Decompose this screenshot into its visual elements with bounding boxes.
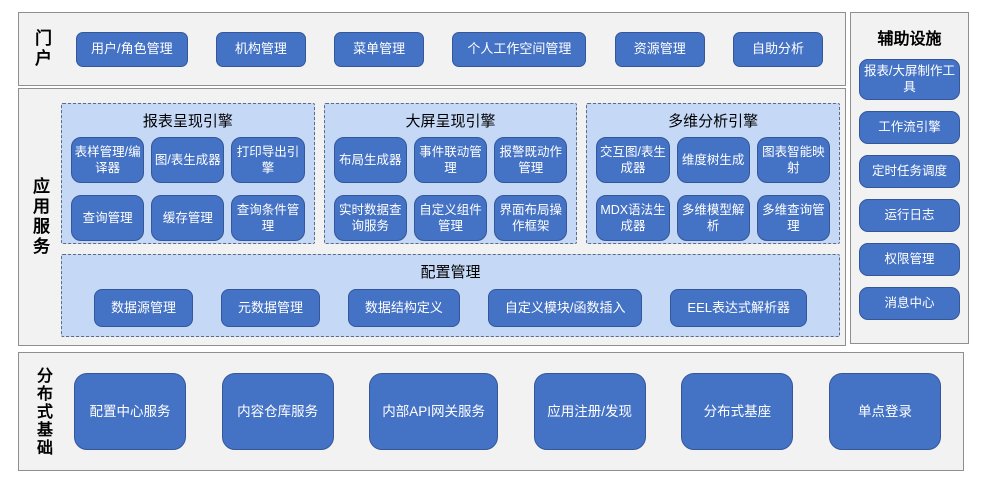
app-services-section: 应用服务 报表呈现引擎 表样管理/编译器 图/表生成器 打印导出引擎 查询管理 … [18,88,846,346]
node-content-repository-service: 内容仓库服务 [221,373,334,450]
portal-section: 门户 用户/角色管理 机构管理 菜单管理 个人工作空间管理 资源管理 自助分析 [18,12,846,86]
node-mdx-syntax-generator: MDX语法生成器 [596,195,670,241]
node-report-style-manager-compiler: 表样管理/编译器 [71,137,145,183]
distributed-foundation-section: 分布式基础 配置中心服务 内容仓库服务 内部API网关服务 应用注册/发现 分布… [18,352,964,471]
node-multidim-query-management: 多维查询管理 [756,195,831,241]
node-user-role-management: 用户/角色管理 [76,31,188,67]
node-dimension-tree-generation: 维度树生成 [676,137,750,183]
portal-node-row: 用户/角色管理 机构管理 菜单管理 个人工作空间管理 资源管理 自助分析 [76,31,823,67]
auxiliary-facilities-title: 辅助设施 [877,31,942,48]
app-services-section-label: 应用服务 [30,177,49,257]
node-ui-layout-operation-framework: 界面布局操作框架 [494,195,568,241]
node-single-sign-on: 单点登录 [828,373,941,450]
node-config-center-service: 配置中心服务 [74,373,186,450]
node-chart-table-generator: 图/表生成器 [151,137,225,183]
node-personal-workspace-management: 个人工作空间管理 [452,31,587,67]
node-datasource-management: 数据源管理 [94,289,194,327]
node-resource-management: 资源管理 [614,31,705,67]
node-custom-module-function-insert: 自定义模块/函数插入 [487,289,643,327]
distributed-node-row: 配置中心服务 内容仓库服务 内部API网关服务 应用注册/发现 分布式基座 单点… [50,373,963,450]
app-services-content: 报表呈现引擎 表样管理/编译器 图/表生成器 打印导出引擎 查询管理 缓存管理 … [48,89,845,345]
node-multidim-model-parsing: 多维模型解析 [676,195,750,241]
config-management-panel: 配置管理 数据源管理 元数据管理 数据结构定义 自定义模块/函数插入 EEL表达… [61,254,840,337]
node-chart-smart-mapping: 图表智能映射 [756,137,831,183]
node-alarm-action-management: 报警既动作管理 [494,137,568,183]
portal-section-label: 门户 [32,29,51,69]
node-event-linkage-management: 事件联动管理 [413,137,488,183]
node-internal-api-gateway-service: 内部API网关服务 [369,373,499,450]
distributed-foundation-label: 分布式基础 [34,366,51,457]
bigscreen-render-engine-grid: 布局生成器 事件联动管理 报警既动作管理 实时数据查询服务 自定义组件管理 界面… [325,135,577,241]
node-report-bigscreen-authoring-tool: 报表/大屏制作工具 [859,59,960,100]
node-print-export-engine: 打印导出引擎 [231,137,305,183]
node-app-register-discovery: 应用注册/发现 [533,373,646,450]
config-management-title: 配置管理 [420,264,481,281]
node-permission-management: 权限管理 [859,242,960,276]
node-layout-generator: 布局生成器 [333,137,407,183]
bigscreen-render-engine-panel: 大屏呈现引擎 布局生成器 事件联动管理 报警既动作管理 实时数据查询服务 自定义… [323,103,578,244]
node-message-center: 消息中心 [859,286,960,320]
node-metadata-management: 元数据管理 [220,289,320,327]
auxiliary-node-column: 报表/大屏制作工具 工作流引擎 定时任务调度 运行日志 权限管理 消息中心 [851,56,968,323]
node-workflow-engine: 工作流引擎 [859,110,960,144]
node-menu-management: 菜单管理 [334,31,425,67]
config-management-row: 数据源管理 元数据管理 数据结构定义 自定义模块/函数插入 EEL表达式解析器 [62,287,839,327]
node-custom-component-management: 自定义组件管理 [413,195,488,241]
node-distributed-base: 分布式基座 [681,373,794,450]
olap-analysis-engine-grid: 交互图/表生成器 维度树生成 图表智能映射 MDX语法生成器 多维模型解析 多维… [587,135,839,241]
node-org-management: 机构管理 [215,31,306,67]
node-scheduled-task-scheduler: 定时任务调度 [859,154,960,188]
node-eel-expression-parser: EEL表达式解析器 [670,289,807,327]
report-render-engine-panel: 报表呈现引擎 表样管理/编译器 图/表生成器 打印导出引擎 查询管理 缓存管理 … [61,103,315,244]
olap-analysis-engine-title: 多维分析引擎 [668,113,759,130]
node-run-log: 运行日志 [859,198,960,232]
report-render-engine-grid: 表样管理/编译器 图/表生成器 打印导出引擎 查询管理 缓存管理 查询条件管理 [62,135,314,241]
node-data-structure-definition: 数据结构定义 [347,289,460,327]
bigscreen-render-engine-title: 大屏呈现引擎 [405,113,496,130]
node-self-service-analysis: 自助分析 [732,31,823,67]
node-interactive-chart-table-generator: 交互图/表生成器 [596,137,670,183]
report-render-engine-title: 报表呈现引擎 [142,113,233,130]
node-realtime-data-query-service: 实时数据查询服务 [333,195,407,241]
node-cache-management: 缓存管理 [151,195,225,241]
olap-analysis-engine-panel: 多维分析引擎 交互图/表生成器 维度树生成 图表智能映射 MDX语法生成器 多维… [586,103,841,244]
node-query-condition-management: 查询条件管理 [231,195,305,241]
engines-row: 报表呈现引擎 表样管理/编译器 图/表生成器 打印导出引擎 查询管理 缓存管理 … [61,103,841,244]
auxiliary-facilities-section: 辅助设施 报表/大屏制作工具 工作流引擎 定时任务调度 运行日志 权限管理 消息… [850,12,969,344]
node-query-management: 查询管理 [71,195,145,241]
